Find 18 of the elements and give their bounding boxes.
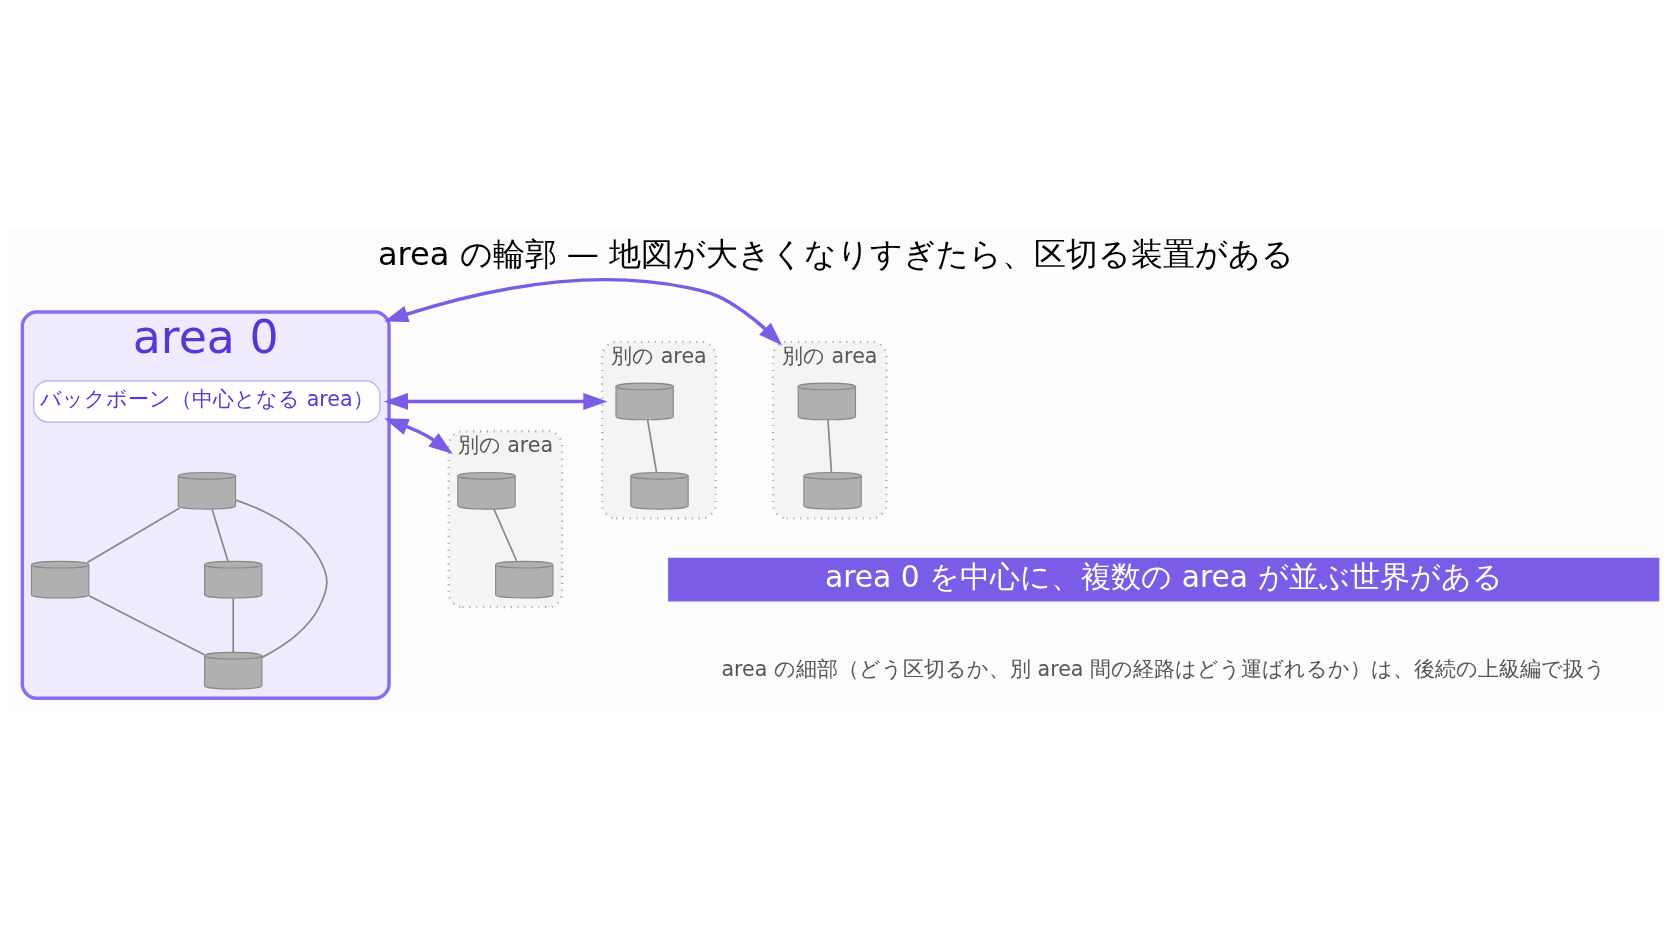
arrow: [384, 417, 453, 454]
arrow: [383, 392, 608, 410]
connector: [86, 506, 181, 563]
connector: [493, 508, 518, 562]
connector: [211, 508, 229, 562]
arrow: [384, 277, 783, 345]
node-box: バックボーン（中心となる area）: [33, 379, 381, 423]
connector: [827, 418, 833, 473]
connector: [232, 596, 235, 653]
cluster: 別の area: [601, 340, 717, 519]
label: area の細部（どう区切るか、別 area 間の経路はどう運ばれるか）は、後続の上級編で扱う: [721, 656, 1607, 681]
label: area 0 を中心に、複数の area が並ぶ世界がある: [824, 558, 1503, 594]
connector: [646, 418, 658, 473]
cluster: 別の area: [771, 340, 888, 519]
connector: [235, 498, 328, 658]
connector: [88, 594, 206, 656]
diagram-title: area の輪郭 — 地図が大きくなりすぎたら、区切る装置がある: [377, 234, 1295, 273]
cluster: 別の area: [447, 429, 564, 608]
